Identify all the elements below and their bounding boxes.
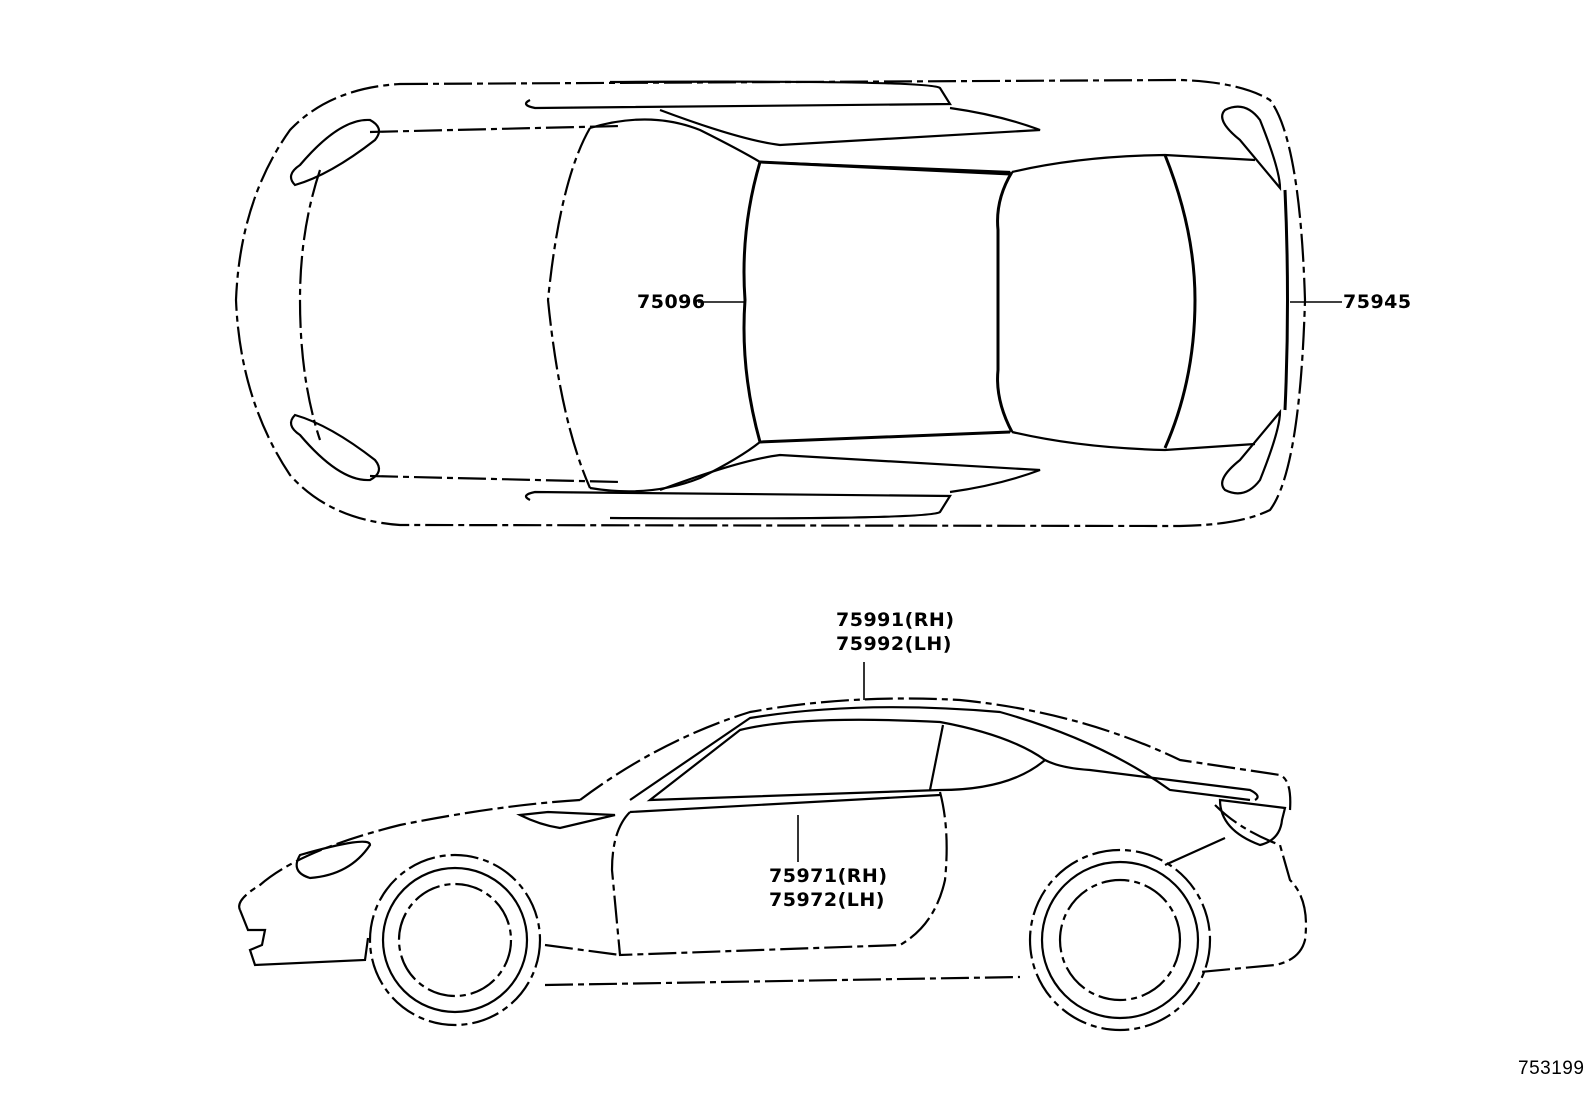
- part-number-lh: 75992(LH): [836, 633, 952, 655]
- figure-id: 753199: [1518, 1058, 1585, 1079]
- side-view-car: [238, 662, 1308, 1032]
- callout-belt-line: 75971(RH) 75972(LH): [769, 864, 888, 912]
- top-view-car: [234, 78, 1342, 528]
- part-number-rh: 75971(RH): [769, 865, 888, 887]
- callout-roof-part: 75096: [637, 290, 706, 314]
- callout-rear-part: 75945: [1343, 290, 1412, 314]
- part-number-lh: 75972(LH): [769, 889, 885, 911]
- part-number-label: 75096: [637, 291, 706, 313]
- part-number-label: 75945: [1343, 291, 1412, 313]
- part-number-rh: 75991(RH): [836, 609, 955, 631]
- callout-roof-side: 75991(RH) 75992(LH): [836, 608, 955, 656]
